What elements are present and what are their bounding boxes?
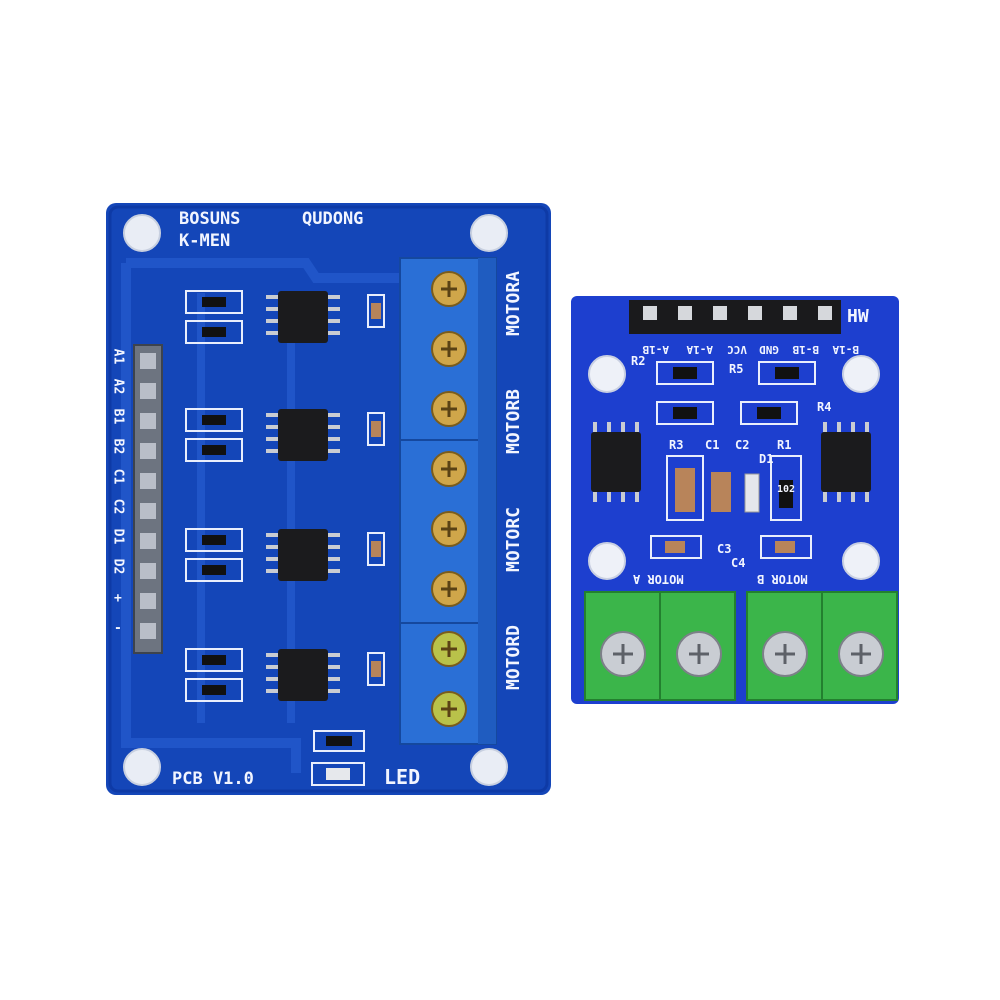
pin-label: B-1A	[832, 343, 860, 356]
pin-label: D1	[110, 528, 126, 545]
refdes-r4: R4	[817, 400, 832, 414]
pin-label: GND	[759, 343, 779, 356]
left-motor-driver-board: BOSUNS K-MEN QUDONG PCB V1.0 LED A1 A2 B…	[106, 203, 551, 795]
screw-heads	[431, 271, 467, 727]
motor-b-label: MOTORB	[503, 388, 525, 455]
pin-label: B-1B	[792, 343, 820, 356]
pin-label: -	[114, 621, 122, 636]
brand-line2: K-MEN	[179, 231, 231, 251]
pin-label: A2	[110, 378, 126, 395]
motor-labels: MOTORA MOTORB MOTORC MOTORD	[503, 263, 547, 743]
motor-c-label: MOTORC	[503, 506, 525, 573]
right-pin-labels: B-1A B-1B GND VCC A-1A A-1B	[609, 336, 860, 356]
pin-label: +	[114, 591, 122, 606]
maker-mark: HW	[847, 306, 869, 327]
motor-d-label: MOTORD	[503, 624, 525, 691]
motor-b-label: MOTOR B	[757, 572, 808, 586]
pin-label: A-1B	[642, 343, 670, 356]
pin-label: B2	[110, 438, 126, 455]
refdes-c1: C1	[705, 438, 720, 452]
refdes-d1: D1	[759, 452, 774, 466]
motor-a-label: MOTORA	[503, 270, 525, 337]
motor-a-label: MOTOR A	[633, 572, 684, 586]
pcb-version-label: PCB V1.0	[172, 769, 254, 789]
pin-label: A-1A	[686, 343, 714, 356]
pin-label: C2	[110, 498, 126, 515]
pin-label: D2	[110, 558, 126, 575]
refdes-r1: R1	[777, 438, 792, 452]
pin-label: A1	[110, 348, 126, 365]
r1-code: 102	[777, 484, 796, 495]
right-motor-driver-board: HW B-1A B-1B GND VCC A-1A A-1B R2 R5 R4 …	[571, 296, 899, 704]
refdes-r5: R5	[729, 362, 744, 376]
pin-label: VCC	[727, 343, 747, 356]
driver-chips	[185, 290, 385, 702]
right-pcb-graphic	[571, 296, 899, 704]
header-pin-labels: A1 A2 B1 B2 C1 C2 D1 D2 + -	[110, 345, 130, 655]
brand-line1: BOSUNS	[179, 209, 241, 229]
brand-right: QUDONG	[302, 209, 364, 229]
led-label: LED	[384, 765, 421, 789]
refdes-c2: C2	[735, 438, 750, 452]
refdes-r2: R2	[631, 354, 646, 368]
pin-label: C1	[110, 468, 126, 485]
pin-label: B1	[110, 408, 126, 425]
left-pcb-graphic	[106, 203, 551, 795]
refdes-r3: R3	[669, 438, 684, 452]
refdes-c3: C3	[717, 542, 732, 556]
refdes-c4: C4	[731, 556, 746, 570]
